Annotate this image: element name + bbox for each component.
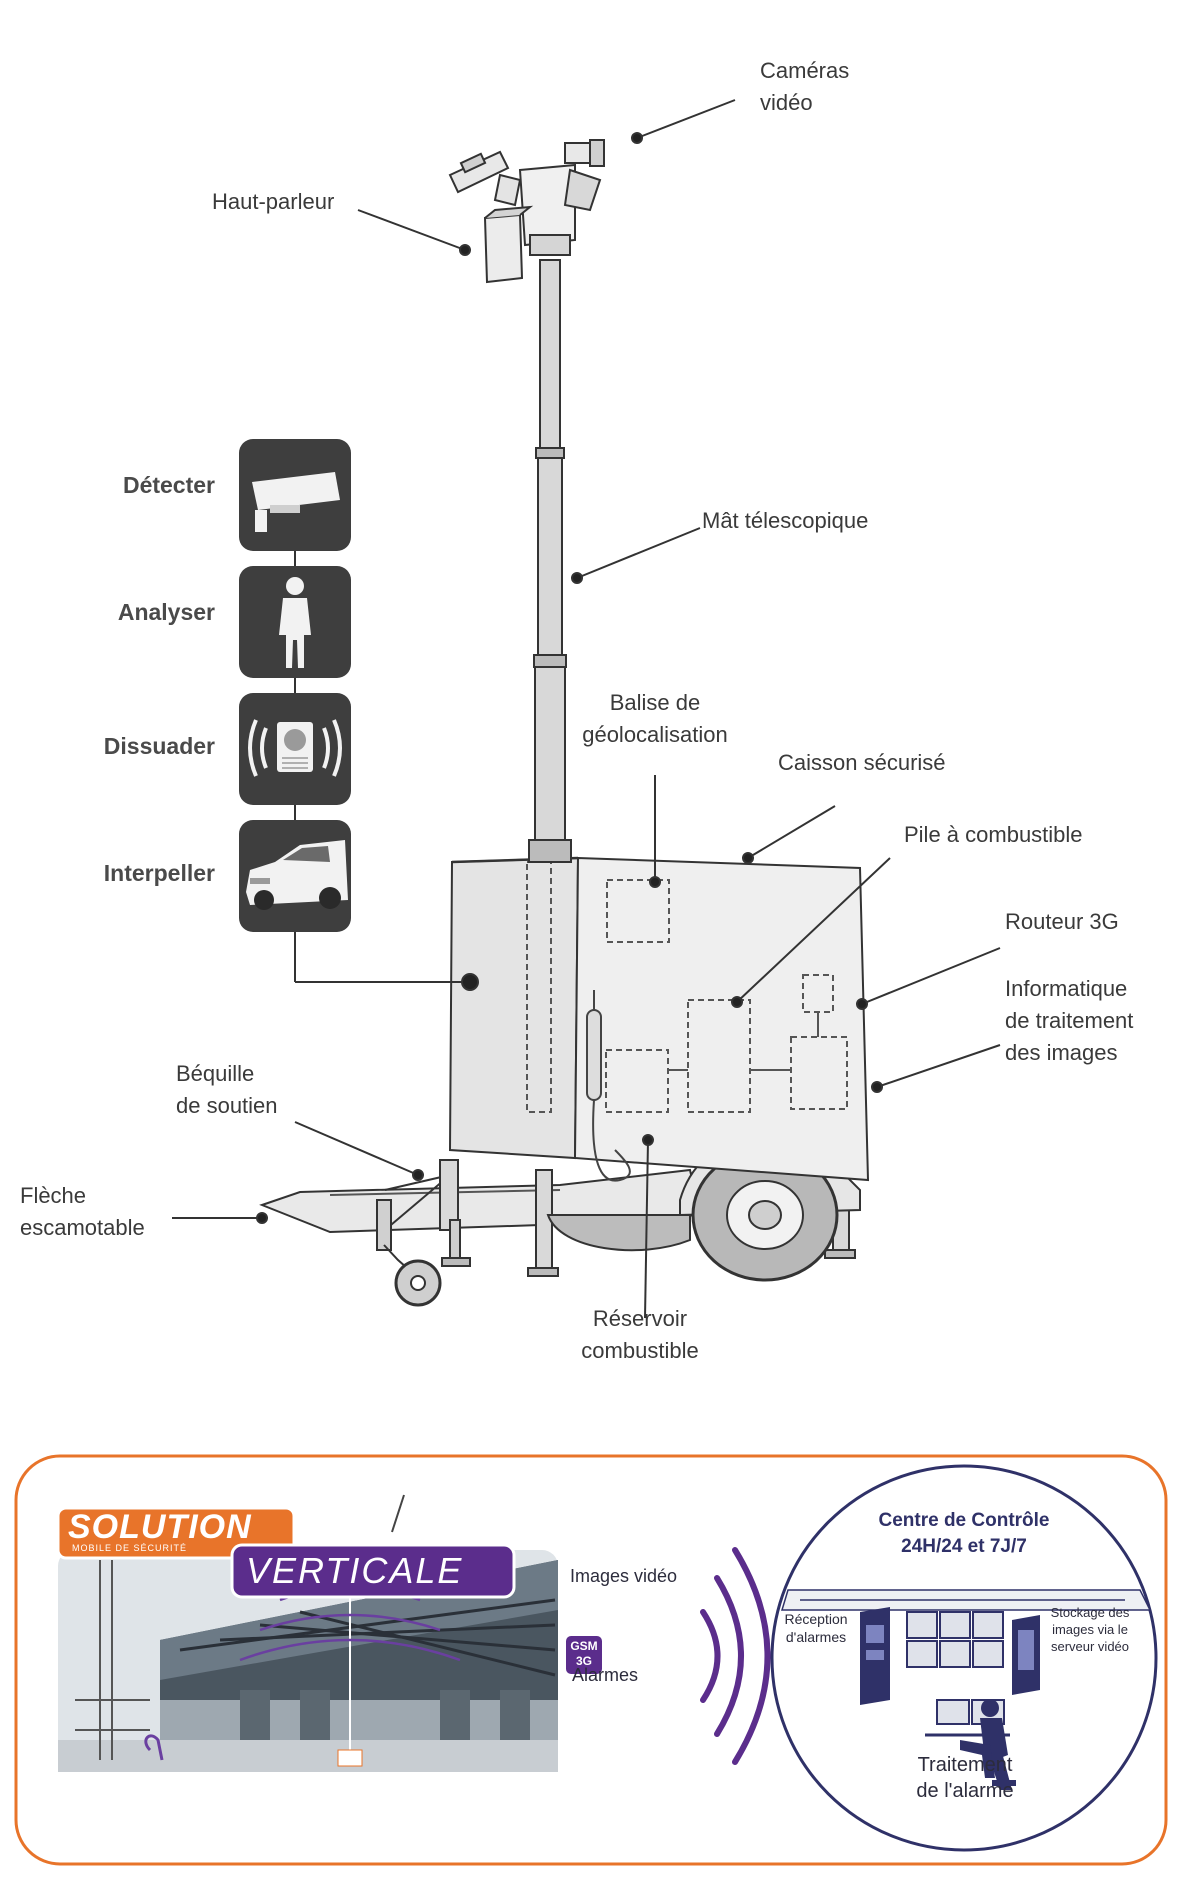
logo-verticale-text: VERTICALE — [246, 1550, 464, 1591]
left-camera-shape — [448, 150, 522, 207]
speaker-shape — [483, 213, 524, 284]
operator-silhouette — [925, 1699, 1016, 1790]
step-label-deter: Dissuader — [103, 733, 215, 759]
logo-solution-subtitle: MOBILE DE SÉCURITÉ — [72, 1543, 188, 1553]
speaker-icon — [248, 719, 342, 777]
label-case: Caisson sécurisé — [778, 750, 946, 775]
fuel-tank-dashed — [605, 1049, 669, 1113]
images-video-label: Images vidéo — [570, 1566, 678, 1586]
label-computing: Informatique de traitement des images — [1005, 976, 1134, 1065]
label-speaker: Haut-parleur — [212, 189, 335, 214]
label-cameras: Caméras vidéo — [760, 58, 850, 115]
car-icon — [246, 840, 348, 910]
logo-solution-bg — [56, 1506, 296, 1560]
alarms-label: Alarmes — [572, 1665, 639, 1685]
label-beacon: Balise de géolocalisation — [582, 690, 728, 747]
storage-server — [1012, 1615, 1040, 1695]
fuel-hose — [586, 990, 631, 1182]
gsm-line1: GSM — [570, 1639, 598, 1653]
control-center-title: Centre de Contrôle 24H/24 et 7J/7 — [878, 1510, 1050, 1557]
fuel-cell-dashed — [687, 999, 751, 1113]
telescopic-mast — [528, 259, 572, 863]
signal-waves — [700, 1547, 771, 1765]
step-tiles — [239, 439, 351, 932]
label-support-leg: Béquille de soutien — [176, 1061, 278, 1118]
box-front-face — [448, 856, 580, 1160]
video-wall — [906, 1611, 1004, 1668]
label-router: Routeur 3G — [1005, 909, 1119, 934]
right-camera-shape — [563, 139, 605, 212]
reception-terminal — [860, 1607, 890, 1705]
step-label-challenge: Interpeller — [103, 860, 215, 886]
trailer — [259, 856, 870, 1307]
tank-shape — [546, 1214, 691, 1252]
label-fuel-cell: Pile à combustible — [904, 822, 1083, 847]
computing-dashed — [790, 1036, 848, 1110]
storage-label: Stockage des images via le serveur vidéo — [1050, 1605, 1130, 1654]
treatment-label: Traitement de l'alarme — [916, 1754, 1014, 1802]
step-label-analyse: Analyser — [117, 599, 215, 625]
logo-verticale-bg — [230, 1543, 516, 1599]
leader-lines — [172, 99, 1001, 1319]
label-mast: Mât télescopique — [702, 508, 869, 533]
person-icon — [279, 577, 311, 668]
control-center — [770, 1464, 1158, 1852]
label-drawbar: Flèche escamotable — [20, 1183, 145, 1240]
gsm-line2: 3G — [575, 1654, 592, 1668]
beacon-dashed — [606, 879, 670, 943]
step-label-detect: Détecter — [122, 472, 215, 498]
mast-head — [448, 139, 605, 284]
label-fuel-tank: Réservoir combustible — [581, 1306, 699, 1363]
camera-icon — [252, 472, 340, 532]
logo-solution-text: SOLUTION — [68, 1508, 252, 1546]
reception-label: Réception d'alarmes — [784, 1611, 848, 1645]
box-side-face — [573, 856, 870, 1182]
gsm-badge — [566, 1636, 602, 1674]
